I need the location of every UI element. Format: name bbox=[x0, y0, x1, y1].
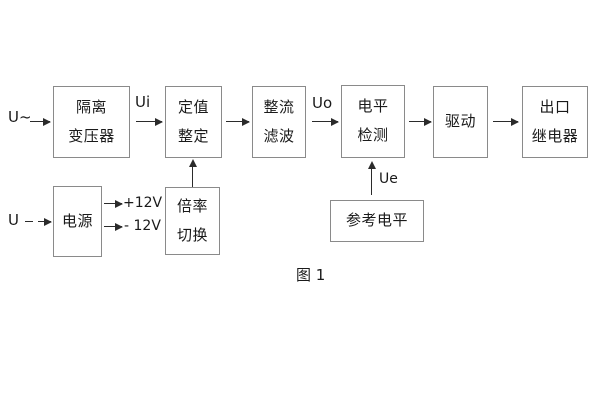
block-rectify-filter-line1: 整流 bbox=[263, 97, 295, 116]
arrow-supply-input-to-power-supply bbox=[38, 217, 52, 226]
block-level-detection-line2: 检测 bbox=[357, 126, 389, 144]
block-output-relay: 出口 继电器 bbox=[522, 86, 588, 158]
block-multiplier-switch: 倍率 切换 bbox=[165, 187, 220, 255]
block-level-detection-line1: 电平 bbox=[357, 97, 389, 116]
block-output-relay-line2: 继电器 bbox=[531, 126, 579, 145]
arrow-rail-negative bbox=[104, 222, 123, 231]
arrow-multiplier-switch-to-setpoint bbox=[188, 159, 197, 187]
arrow-drive-to-output-relay bbox=[493, 117, 519, 126]
arrow-reference-level-to-level-detection bbox=[367, 161, 376, 195]
arrow-input-to-isolation-transformer bbox=[30, 117, 51, 126]
block-power-supply: 电源 bbox=[53, 186, 102, 257]
block-reference-level-line1: 参考电平 bbox=[345, 211, 408, 230]
block-output-relay-line1: 出口 bbox=[539, 97, 571, 116]
arrow-level-detection-to-drive bbox=[409, 117, 432, 126]
block-isolation-transformer-line1: 隔离 bbox=[75, 97, 107, 116]
arrow-setpoint-to-rectify-filter bbox=[226, 117, 250, 126]
block-isolation-transformer: 隔离 变压器 bbox=[53, 86, 130, 158]
block-rectify-filter-line2: 滤波 bbox=[263, 126, 295, 145]
block-drive-line1: 驱动 bbox=[444, 112, 476, 131]
figure-caption: 图 1 bbox=[296, 266, 326, 284]
block-drive: 驱动 bbox=[433, 86, 488, 158]
signal-ue-label: Ue bbox=[379, 171, 398, 187]
rail-positive-label: +12V bbox=[123, 195, 163, 211]
block-isolation-transformer-line2: 变压器 bbox=[68, 126, 115, 145]
block-reference-level: 参考电平 bbox=[330, 200, 424, 242]
signal-ui-label: Ui bbox=[135, 93, 151, 111]
arrow-rail-positive bbox=[104, 199, 123, 208]
block-rectify-filter: 整流 滤波 bbox=[252, 86, 306, 158]
block-setpoint-setting-line2: 整定 bbox=[177, 126, 209, 145]
rail-negative-label: - 12V bbox=[124, 218, 161, 234]
arrow-rectify-filter-to-level-detection bbox=[312, 117, 339, 126]
arrow-isolation-transformer-to-setpoint bbox=[136, 117, 163, 126]
block-multiplier-switch-line1: 倍率 bbox=[176, 196, 208, 215]
input-supply-label: U bbox=[8, 211, 19, 229]
signal-uo-label: Uo bbox=[312, 94, 333, 112]
block-setpoint-setting-line1: 定值 bbox=[177, 97, 209, 116]
block-power-supply-line1: 电源 bbox=[61, 211, 93, 230]
block-level-detection: 电平 检测 bbox=[341, 85, 405, 158]
input-ac-label: U~ bbox=[8, 108, 32, 126]
block-setpoint-setting: 定值 整定 bbox=[165, 86, 222, 158]
block-multiplier-switch-line2: 切换 bbox=[176, 225, 208, 244]
dash-supply-input bbox=[25, 221, 33, 222]
